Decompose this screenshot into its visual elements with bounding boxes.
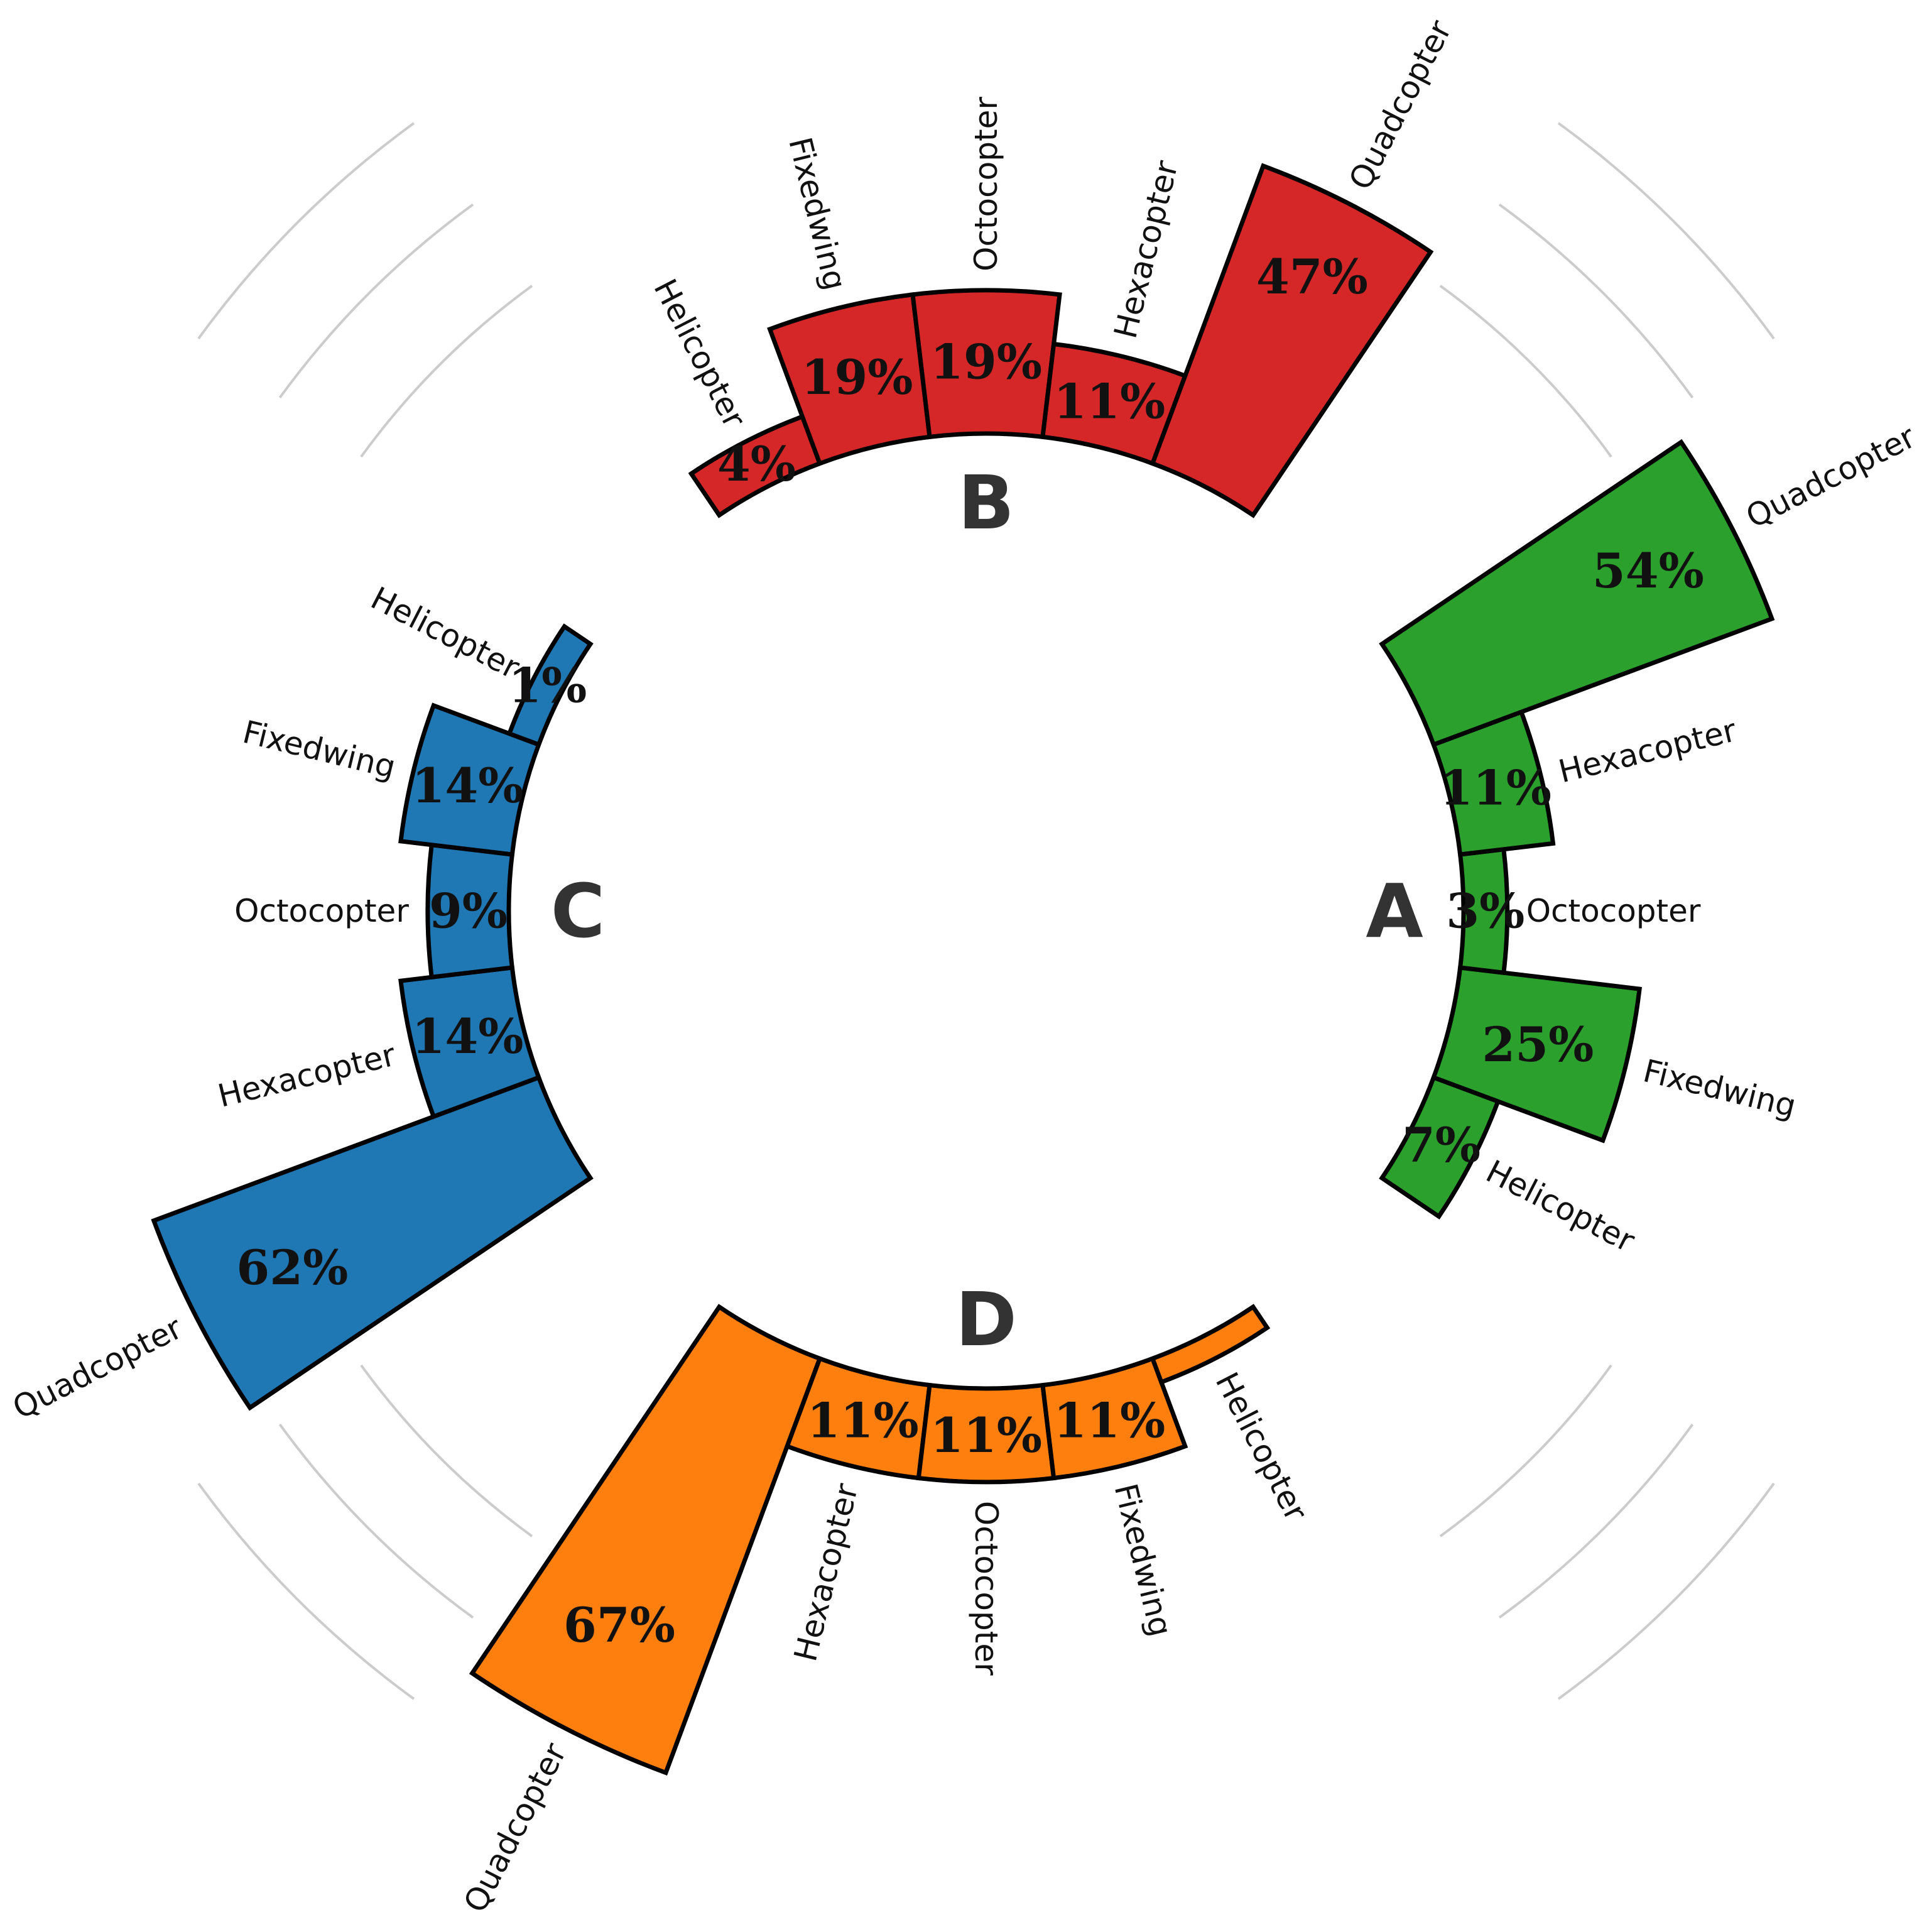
value-label-b-4: 47% (1256, 249, 1368, 305)
group-label-d: D (955, 1276, 1017, 1363)
category-label-d-helicopter: Helicopter (1209, 1367, 1315, 1527)
value-label-c-3: 14% (412, 758, 524, 814)
value-label-d-2: 11% (930, 1407, 1042, 1463)
bar-a-quadcopter (1379, 439, 1775, 748)
bars (151, 163, 1775, 1776)
gridline-0-2 (1557, 122, 1775, 340)
group-label-c: C (551, 868, 606, 954)
value-label-a-3: 11% (1440, 760, 1551, 816)
value-label-d-3: 11% (1053, 1393, 1165, 1449)
bar-d-helicopter (1149, 1304, 1271, 1385)
group-label-a: A (1366, 868, 1423, 954)
value-label-a-2: 3% (1446, 883, 1524, 939)
category-label-c-octocopter: Octocopter (234, 893, 409, 929)
bar-c-fixedwing (398, 702, 542, 857)
bar-d-fixedwing (1040, 1355, 1188, 1481)
bar-b-quadcopter (1149, 163, 1434, 518)
value-label-a-4: 54% (1592, 543, 1704, 599)
bar-a-fixedwing (1430, 965, 1643, 1143)
category-label-c-quadcopter: Quadcopter (7, 1309, 188, 1426)
category-label-c-hexacopter: Hexacopter (214, 1036, 399, 1114)
category-label-d-octocopter: Octocopter (968, 1501, 1004, 1676)
bar-d-quadcopter (469, 1304, 823, 1776)
value-label-b-0: 4% (717, 436, 796, 492)
value-label-b-2: 19% (930, 334, 1042, 390)
value-label-b-1: 19% (801, 349, 913, 405)
category-label-a-helicopter: Helicopter (1481, 1153, 1641, 1259)
gridlines (197, 122, 1775, 1700)
category-label-b-hexacopter: Hexacopter (1107, 157, 1185, 342)
gridline-0-0 (1439, 285, 1612, 458)
gridline-0-1 (1498, 203, 1694, 399)
group-label-b: B (958, 459, 1014, 546)
gridline-2-1 (278, 1423, 474, 1619)
value-label-c-0: 62% (236, 1240, 348, 1296)
category-label-a-fixedwing: Fixedwing (1639, 1052, 1799, 1125)
gridline-3-2 (197, 122, 415, 340)
gridline-3-1 (278, 203, 474, 399)
category-label-a-quadcopter: Quadcopter (1740, 418, 1921, 535)
category-label-d-hexacopter: Hexacopter (787, 1480, 865, 1664)
category-label-c-helicopter: Helicopter (365, 580, 525, 686)
category-label-b-helicopter: Helicopter (646, 273, 753, 434)
gridline-1-0 (1439, 1364, 1612, 1537)
value-label-c-2: 9% (429, 883, 508, 939)
bar-c-hexacopter (398, 965, 542, 1120)
gridline-3-0 (360, 285, 533, 458)
category-label-d-quadcopter: Quadcopter (457, 1737, 573, 1919)
value-label-d-1: 11% (807, 1393, 919, 1449)
gridline-2-0 (360, 1364, 533, 1537)
value-label-d-0: 67% (563, 1597, 675, 1653)
gridline-2-2 (197, 1482, 415, 1700)
category-label-d-fixedwing: Fixedwing (1107, 1480, 1180, 1640)
value-label-a-0: 7% (1402, 1117, 1481, 1173)
gridline-1-1 (1498, 1423, 1694, 1619)
category-label-b-fixedwing: Fixedwing (781, 134, 854, 293)
value-label-c-4: 1% (508, 658, 587, 714)
category-label-b-quadcopter: Quadcopter (1342, 14, 1459, 196)
category-label-c-fixedwing: Fixedwing (239, 714, 399, 786)
gridline-1-2 (1557, 1482, 1775, 1700)
category-label-a-octocopter: Octocopter (1526, 893, 1701, 929)
bar-b-octocopter (910, 288, 1062, 440)
category-label-a-hexacopter: Hexacopter (1555, 712, 1740, 790)
bar-c-quadcopter (151, 1074, 594, 1411)
value-label-a-1: 25% (1482, 1017, 1594, 1072)
value-label-b-3: 11% (1053, 373, 1165, 429)
category-label-b-octocopter: Octocopter (968, 97, 1004, 271)
value-label-c-1: 14% (412, 1008, 524, 1064)
bar-c-helicopter (506, 623, 594, 748)
